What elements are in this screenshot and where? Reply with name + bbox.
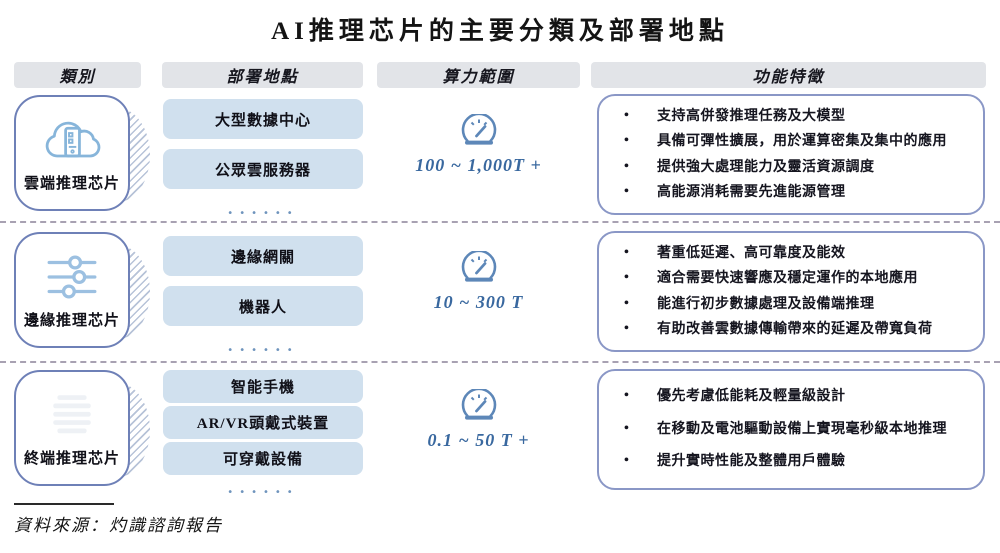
category-card: 終端推理芯片	[14, 370, 130, 486]
feature-bullet: 在移動及電池驅動設備上實現毫秒級本地推理	[599, 420, 983, 439]
list-icon	[16, 384, 128, 446]
deployment-box: 智能手機	[163, 370, 363, 403]
feature-bullet: 具備可彈性擴展，用於運算密集及集中的應用	[599, 132, 983, 151]
deployment-box: 可穿戴設備	[163, 442, 363, 475]
features-list: 著重低延遲、高可靠度及能效適合需要快速響應及穩定運作的本地應用能進行初步數據處理…	[599, 244, 983, 339]
power-range-value: 10 ~ 300 T	[433, 292, 524, 312]
features-panel: 支持高併發推理任務及大模型具備可彈性擴展，用於運算密集及集中的應用提供強大處理能…	[597, 94, 985, 215]
power-range-value: 100 ~ 1,000T +	[415, 155, 542, 175]
column-header-deployment: 部署地點	[162, 62, 363, 88]
gauge-icon	[458, 249, 500, 290]
sliders-icon	[47, 255, 97, 299]
feature-bullet: 提供強大處理能力及靈活資源調度	[599, 158, 983, 177]
features-panel: 優先考慮低能耗及輕量級設計在移動及電池驅動設備上實現毫秒級本地推理提升實時性能及…	[597, 369, 985, 490]
category-card: 邊緣推理芯片	[14, 232, 130, 348]
deployment-box: 公眾雲服務器	[163, 149, 363, 189]
sliders-icon	[16, 246, 128, 308]
more-items-dots: ••••••	[227, 345, 299, 356]
source-note: 資料來源：灼識諮詢報告	[14, 516, 223, 535]
feature-bullet: 支持高併發推理任務及大模型	[599, 107, 983, 126]
deployment-box: AR/VR頭戴式裝置	[163, 406, 363, 439]
more-items-dots: ••••••	[227, 487, 299, 498]
power-range-value: 0.1 ~ 50 T +	[427, 430, 530, 450]
category-label: 邊緣推理芯片	[23, 313, 120, 329]
column-header-power: 算力範圍	[377, 62, 580, 88]
deployment-box: 機器人	[163, 286, 363, 326]
column-header-features: 功能特徵	[591, 62, 986, 88]
column-header-category: 類別	[14, 62, 141, 88]
cloud-server-icon	[16, 109, 128, 171]
category-label: 終端推理芯片	[23, 451, 120, 467]
deployment-column: 邊緣網關機器人 ••••••	[163, 236, 363, 356]
feature-bullet: 著重低延遲、高可靠度及能效	[599, 244, 983, 263]
deployment-box: 大型數據中心	[163, 99, 363, 139]
row-separator	[0, 361, 1000, 363]
chip-category-row: 雲端推理芯片 大型數據中心公眾雲服務器 •••••• 100 ~ 1,000T +…	[0, 92, 1000, 219]
category-card: 雲端推理芯片	[14, 95, 130, 211]
features-list: 優先考慮低能耗及輕量級設計在移動及電池驅動設備上實現毫秒級本地推理提升實時性能及…	[599, 387, 983, 471]
power-column: 100 ~ 1,000T +	[377, 92, 580, 219]
category-label: 雲端推理芯片	[23, 176, 120, 192]
more-items-dots: ••••••	[227, 208, 299, 219]
features-list: 支持高併發推理任務及大模型具備可彈性擴展，用於運算密集及集中的應用提供強大處理能…	[599, 107, 983, 202]
page-title: AI推理芯片的主要分類及部署地點	[271, 18, 729, 45]
feature-bullet: 有助改善雲數據傳輸帶來的延遲及帶寬負荷	[599, 320, 983, 339]
feature-bullet: 提升實時性能及整體用戶體驗	[599, 452, 983, 471]
feature-bullet: 適合需要快速響應及穩定運作的本地應用	[599, 269, 983, 288]
deployment-column: 大型數據中心公眾雲服務器 ••••••	[163, 99, 363, 219]
gauge-icon	[458, 387, 500, 428]
power-column: 0.1 ~ 50 T +	[377, 367, 580, 494]
feature-bullet: 優先考慮低能耗及輕量級設計	[599, 387, 983, 406]
cloud-server-icon	[45, 121, 101, 158]
power-column: 10 ~ 300 T	[377, 229, 580, 356]
features-panel: 著重低延遲、高可靠度及能效適合需要快速響應及穩定運作的本地應用能進行初步數據處理…	[597, 231, 985, 352]
source-rule	[14, 503, 114, 505]
feature-bullet: 能進行初步數據處理及設備端推理	[599, 295, 983, 314]
deployment-box: 邊緣網關	[163, 236, 363, 276]
row-separator	[0, 221, 1000, 223]
feature-bullet: 高能源消耗需要先進能源管理	[599, 183, 983, 202]
gauge-icon	[458, 112, 500, 153]
list-icon	[53, 395, 91, 434]
